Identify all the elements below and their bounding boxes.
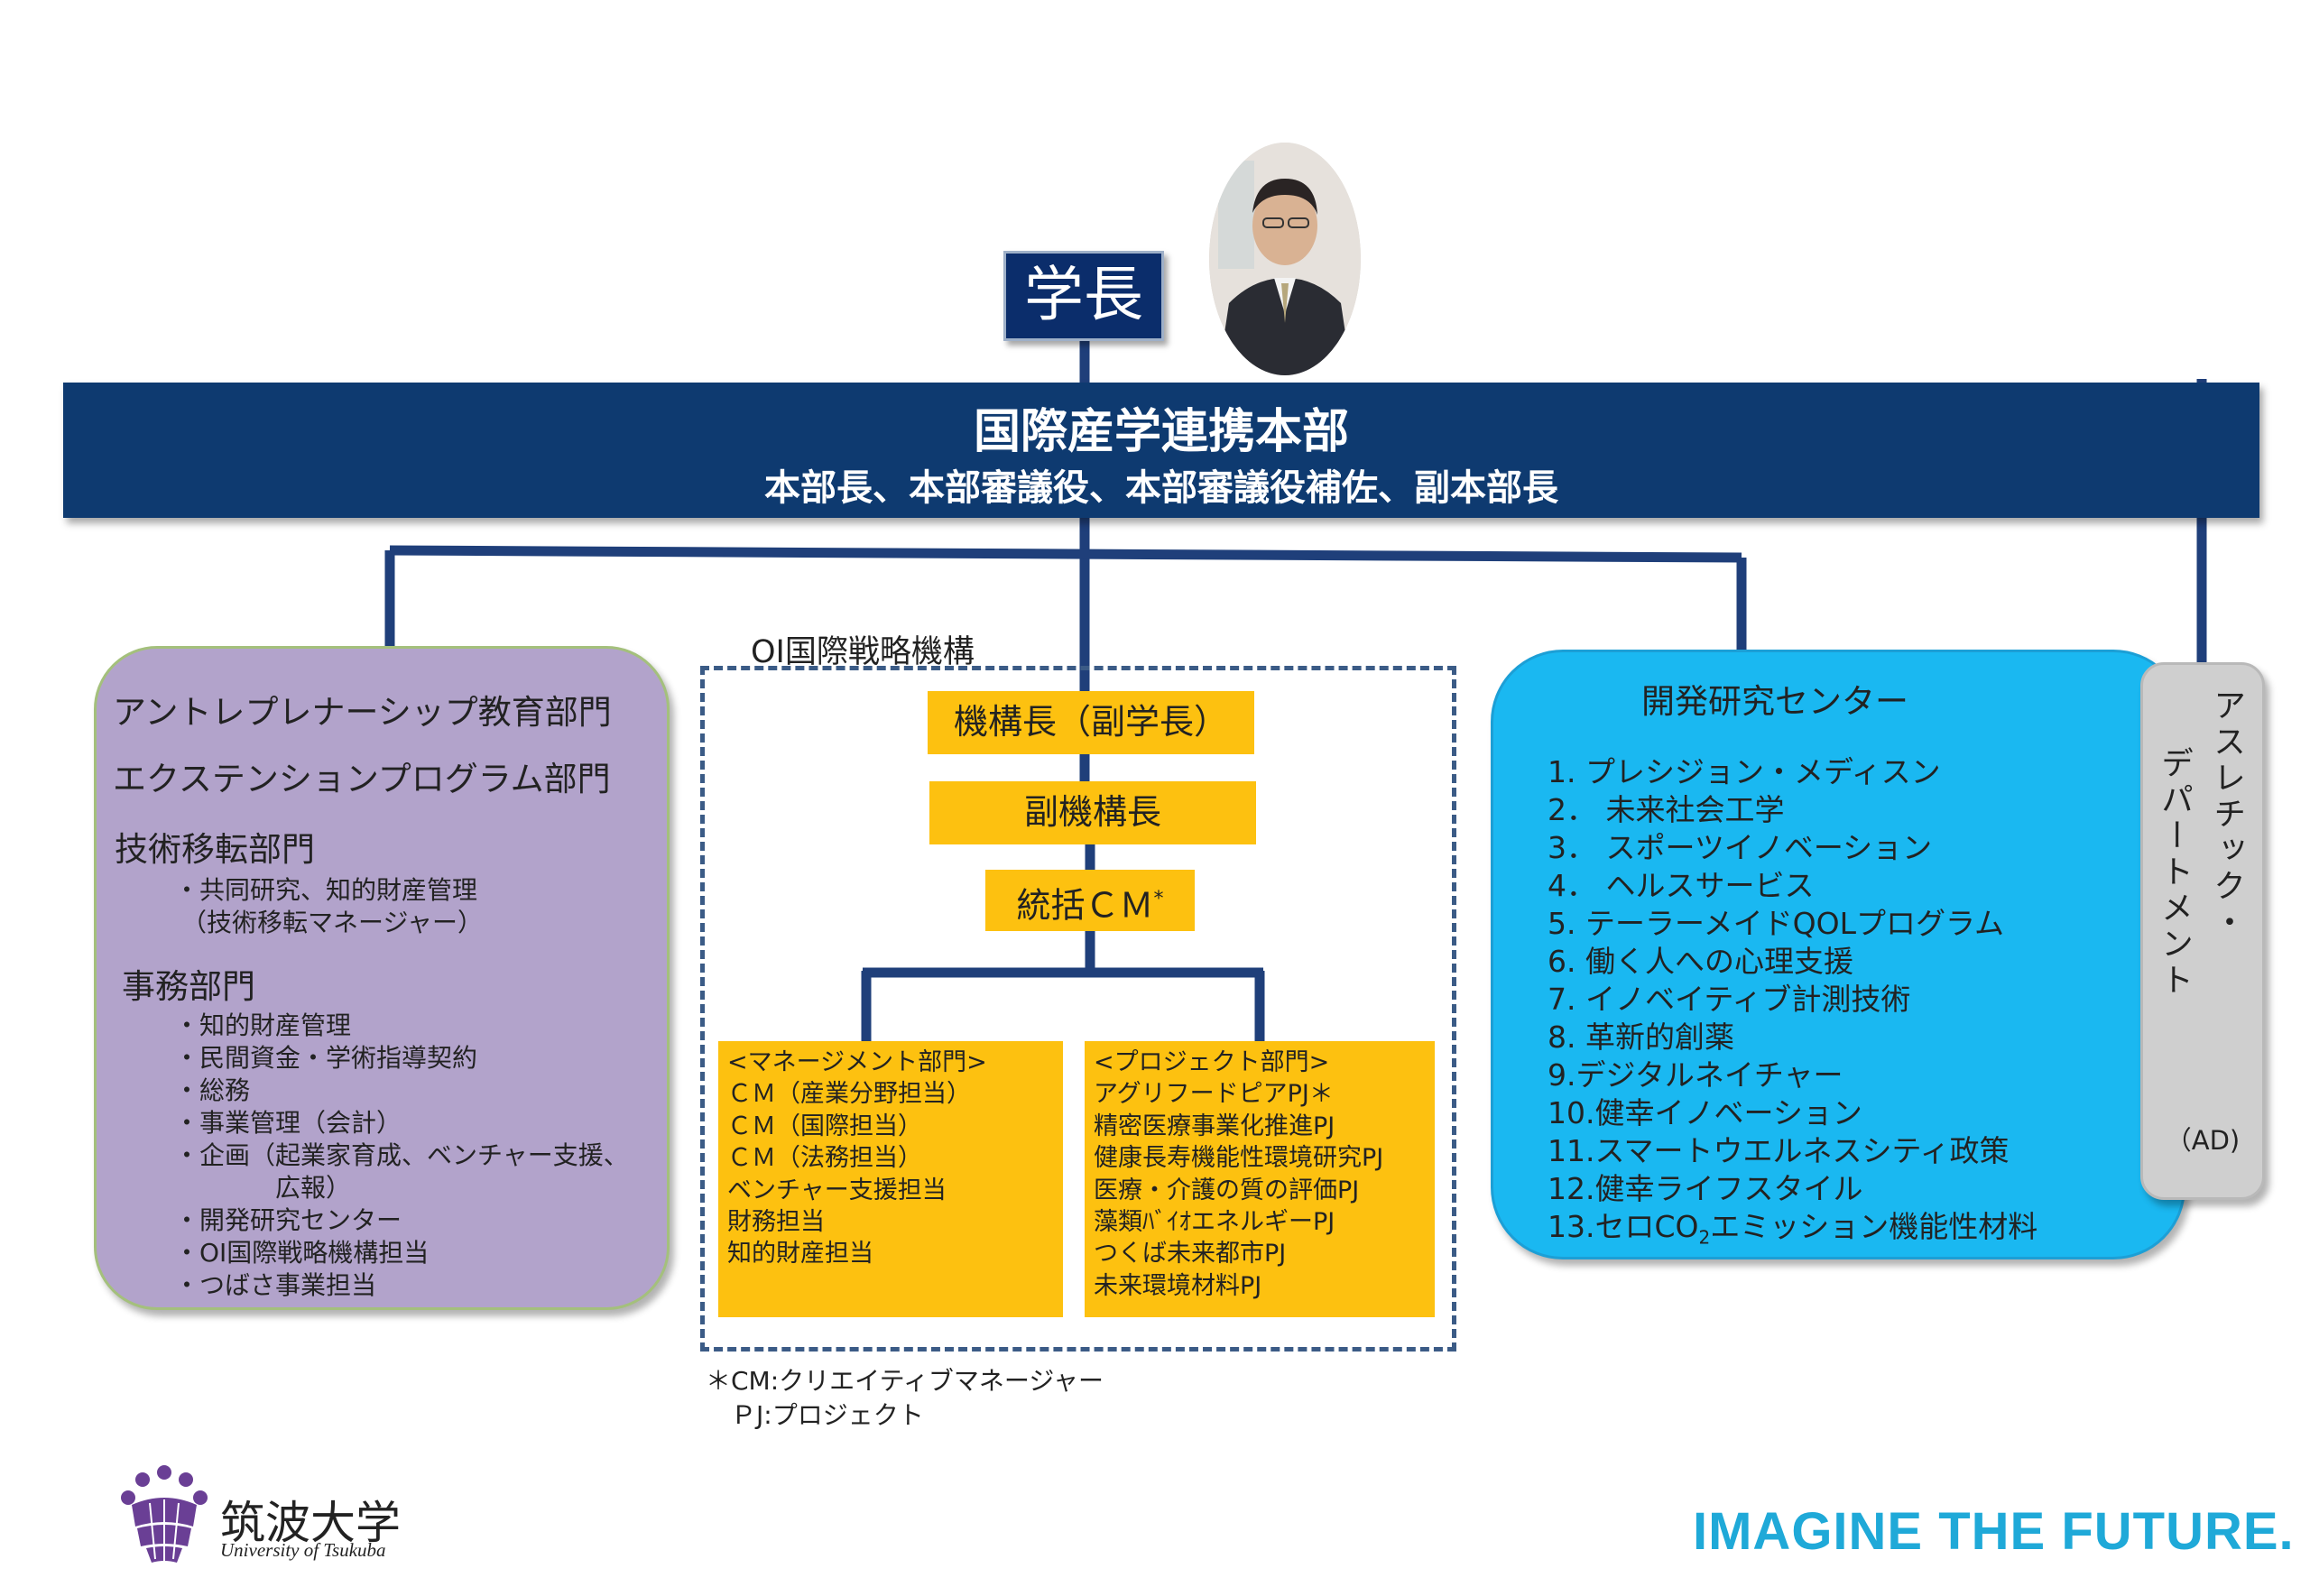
project-item: つくば未来都市PJ bbox=[1094, 1240, 1287, 1268]
chief-cm-label: 統括ＣＭ bbox=[1016, 885, 1154, 926]
tech-transfer-item: （技術移転マネージャー） bbox=[181, 908, 484, 937]
project-list: <プロジェクト部門> アグリフードピアPJ＊ 精密医療事業化推進PJ 健康長寿機… bbox=[1094, 1047, 1383, 1302]
research-center-item: 10.健幸イノベーション bbox=[1548, 1095, 1862, 1130]
research-center-item: 9.デジタルネイチャー bbox=[1548, 1057, 1843, 1093]
office-item: ・知的財産管理 bbox=[174, 1010, 352, 1040]
deputy-head-box: 副機構長 bbox=[929, 781, 1256, 844]
research-center-item: 3． スポーツイノベーション bbox=[1548, 830, 1933, 865]
office-item: ・開発研究センター bbox=[174, 1205, 402, 1235]
office-item: ・民間資金・学術指導契約 bbox=[174, 1043, 478, 1073]
item13-prefix: 13.セロCO bbox=[1548, 1209, 1699, 1244]
university-logo-text: 筑波大学 bbox=[220, 1497, 401, 1549]
dept-office: 事務部門 bbox=[122, 967, 255, 1006]
research-center-item: 4． ヘルスサービス bbox=[1548, 868, 1815, 903]
research-center-panel: 開発研究センター 1. プレシジョン・メディスン 2． 未来社会工学 3． スポ… bbox=[1491, 650, 2185, 1259]
management-item: ＣＭ（産業分野担当） bbox=[727, 1080, 971, 1109]
note-line: ＊CM:クリエイティブマネージャー bbox=[706, 1366, 1104, 1396]
oi-organization-label: OI国際戦略機構 bbox=[751, 634, 975, 670]
research-center-item: 5. テーラーメイドQOLプログラム bbox=[1548, 906, 2004, 941]
university-logo-english: University of Tsukuba bbox=[220, 1539, 386, 1561]
management-item: 財務担当 bbox=[727, 1208, 825, 1237]
chief-cm-box: 統括ＣＭ* bbox=[985, 870, 1195, 931]
research-center-item: 13.セロCO2エミッション機能性材料 bbox=[1548, 1203, 2037, 1249]
office-item: ・総務 bbox=[174, 1075, 251, 1105]
president-label: 学長 bbox=[1024, 260, 1143, 329]
dept-entrepreneurship: アントレプレナーシップ教育部門 bbox=[113, 693, 612, 732]
chief-cm-mark: * bbox=[1153, 888, 1164, 910]
athletic-department-panel: アスレチック・ デパートメント （AD) bbox=[2140, 662, 2265, 1200]
management-item: 知的財産担当 bbox=[727, 1240, 873, 1268]
research-center-item: 2． 未来社会工学 bbox=[1548, 792, 1785, 827]
office-item: ・企画（起業家育成、ベンチャー支援、 bbox=[174, 1140, 629, 1170]
project-item: 精密医療事業化推進PJ bbox=[1094, 1112, 1335, 1140]
research-center-item: 8. 革新的創薬 bbox=[1548, 1019, 1734, 1055]
research-center-item: 11.スマートウエルネスシティ政策 bbox=[1548, 1133, 2010, 1168]
management-item: <マネージメント部門> bbox=[727, 1048, 987, 1076]
management-division-box: <マネージメント部門> ＣＭ（産業分野担当） ＣＭ（国際担当） ＣＭ（法務担当）… bbox=[718, 1041, 1063, 1317]
office-item: ・事業管理（会計） bbox=[174, 1108, 402, 1138]
dept-tech-transfer: 技術移転部門 bbox=[115, 830, 315, 869]
project-item: 医療・介護の質の評価PJ bbox=[1094, 1176, 1360, 1204]
abbreviation-note: ＊CM:クリエイティブマネージャー ＰJ:プロジェクト bbox=[706, 1364, 1104, 1433]
tech-transfer-item: ・共同研究、知的財産管理 bbox=[174, 875, 478, 905]
organization-head-box: 機構長（副学長） bbox=[928, 691, 1254, 754]
headquarters-bar: 国際産学連携本部 本部長、本部審議役、本部審議役補佐、副本部長 bbox=[63, 383, 2259, 518]
project-item: 健康長寿機能性環境研究PJ bbox=[1094, 1144, 1384, 1173]
item13-subscript: 2 bbox=[1698, 1226, 1711, 1249]
president-portrait bbox=[1209, 143, 1361, 375]
research-center-item: 6. 働く人への心理支援 bbox=[1548, 944, 1853, 979]
management-item: ＣＭ（法務担当） bbox=[727, 1144, 922, 1173]
research-center-item: 7. イノベイティブ計測技術 bbox=[1548, 982, 1911, 1017]
management-item: ベンチャー支援担当 bbox=[727, 1176, 947, 1204]
project-item: アグリフードピアPJ＊ bbox=[1094, 1080, 1334, 1109]
ad-text-column: アスレチック・ bbox=[2208, 688, 2245, 941]
item13-suffix: エミッション機能性材料 bbox=[1710, 1209, 2038, 1244]
departments-panel: アントレプレナーシップ教育部門 エクステンションプログラム部門 技術移転部門 ・… bbox=[94, 646, 670, 1310]
project-item: 藻類ﾊﾞｲｵエネルギーPJ bbox=[1094, 1208, 1335, 1237]
dept-extension: エクステンションプログラム部門 bbox=[113, 760, 611, 798]
ad-text-column: デパートメント bbox=[2156, 746, 2193, 999]
ad-abbreviation: （AD) bbox=[2165, 1125, 2241, 1156]
tagline: IMAGINE THE FUTURE. bbox=[1693, 1502, 2295, 1561]
research-center-title: 開発研究センター bbox=[1641, 682, 1908, 721]
project-division-box: <プロジェクト部門> アグリフードピアPJ＊ 精密医療事業化推進PJ 健康長寿機… bbox=[1085, 1041, 1435, 1317]
management-item: ＣＭ（国際担当） bbox=[727, 1112, 922, 1140]
note-line: ＰJ:プロジェクト bbox=[731, 1400, 924, 1430]
oi-organization-frame bbox=[700, 666, 1456, 1352]
project-item: 未来環境材料PJ bbox=[1094, 1271, 1262, 1300]
headquarters-subtitle: 本部長、本部審議役、本部審議役補佐、副本部長 bbox=[764, 467, 1558, 509]
connector-horizontal-main bbox=[389, 545, 1742, 563]
research-center-item: 12.健幸ライフスタイル bbox=[1548, 1171, 1863, 1206]
president-box: 学長 bbox=[1003, 251, 1164, 341]
management-list: <マネージメント部門> ＣＭ（産業分野担当） ＣＭ（国際担当） ＣＭ（法務担当）… bbox=[727, 1047, 987, 1270]
headquarters-title: 国際産学連携本部 bbox=[973, 405, 1349, 459]
portrait-figure bbox=[1209, 143, 1361, 375]
project-item: <プロジェクト部門> bbox=[1094, 1048, 1330, 1076]
research-center-item: 1. プレシジョン・メディスン bbox=[1548, 754, 1941, 789]
office-item: ・つばさ事業担当 bbox=[174, 1270, 377, 1300]
university-crest-icon bbox=[121, 1465, 208, 1563]
office-item: ・OI国際戦略機構担当 bbox=[174, 1238, 430, 1268]
office-item: 広報） bbox=[275, 1173, 352, 1203]
